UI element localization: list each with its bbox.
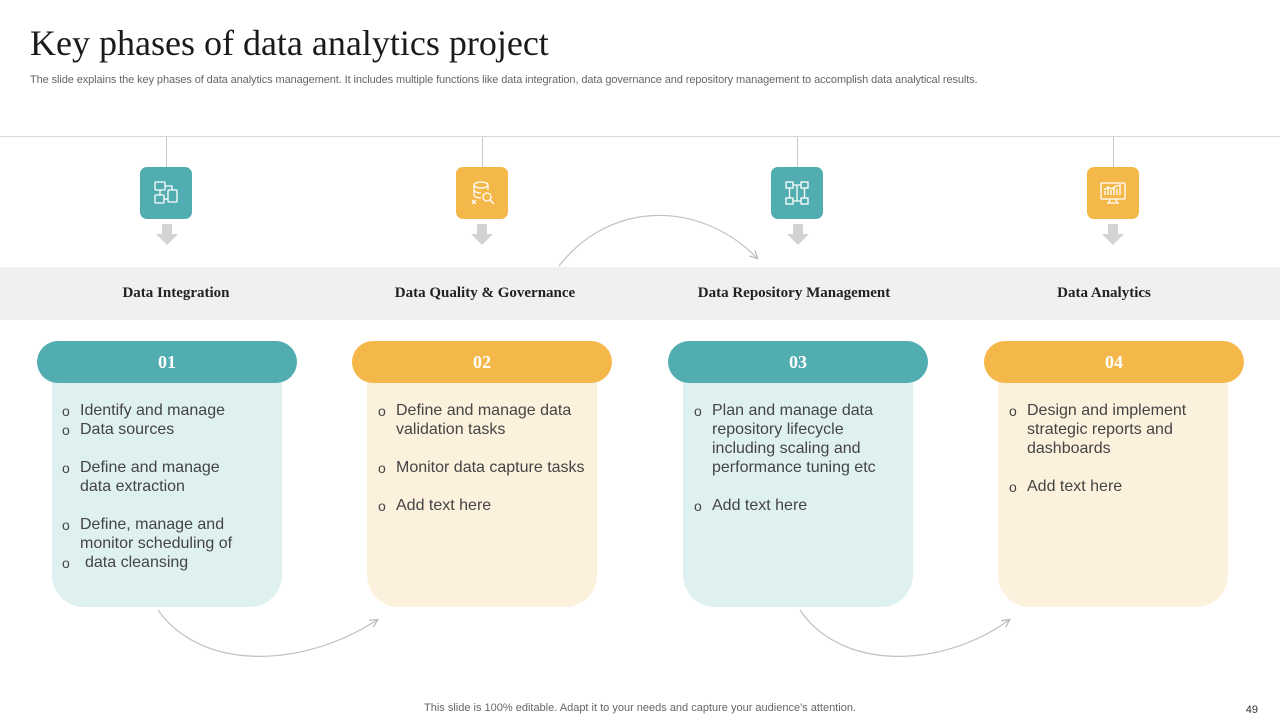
slide-title: Key phases of data analytics project	[30, 23, 549, 63]
phase-2-label: Data Quality & Governance	[394, 285, 576, 301]
phase-1-bullets: Identify and manage Data sources Define …	[62, 401, 272, 591]
down-arrow-icon	[156, 224, 178, 245]
down-arrow-icon	[1102, 224, 1124, 245]
phase-1-icon-box	[140, 167, 192, 219]
list-item: Add text here	[378, 496, 588, 516]
phase-label-band	[0, 267, 1280, 320]
page-number: 49	[1245, 704, 1258, 716]
phase-4-bullets: Design and implement strategic reports a…	[1009, 401, 1219, 515]
list-item: Define and manage data extraction	[62, 458, 242, 496]
phase-3-bullets: Plan and manage data repository lifecycl…	[694, 401, 904, 534]
down-arrow-icon	[471, 224, 493, 245]
slide-subtitle: The slide explains the key phases of dat…	[30, 74, 978, 86]
database-search-icon	[471, 181, 495, 205]
connector-line	[166, 137, 167, 167]
list-item: Add text here	[694, 496, 904, 516]
list-item: Identify and manage	[62, 401, 272, 421]
connector-line	[1113, 137, 1114, 167]
curved-arrow-3-4	[799, 609, 1009, 657]
down-arrow-icon	[787, 224, 809, 245]
data-flow-icon	[154, 181, 178, 204]
connector-line	[482, 137, 483, 167]
phase-3-number: 03	[668, 341, 928, 383]
phase-4-label: Data Analytics	[1057, 285, 1151, 301]
curved-arrow-1-2	[157, 609, 377, 657]
phase-1-number: 01	[37, 341, 297, 383]
list-item: Define, manage and monitor scheduling of	[62, 515, 242, 553]
phase-3-label: Data Repository Management	[697, 285, 891, 301]
phase-2-icon-box	[456, 167, 508, 219]
phase-4-icon-box	[1087, 167, 1139, 219]
list-item: Add text here	[1009, 477, 1219, 497]
network-hierarchy-icon	[785, 181, 809, 205]
connector-line	[797, 137, 798, 167]
list-item: Plan and manage data repository lifecycl…	[694, 401, 884, 477]
slide-footer: This slide is 100% editable. Adapt it to…	[424, 702, 856, 714]
phase-1-label: Data Integration	[122, 285, 230, 301]
phase-3-icon-box	[771, 167, 823, 219]
phase-4-number: 04	[984, 341, 1244, 383]
phase-2-bullets: Define and manage data validation tasks …	[378, 401, 588, 534]
analytics-monitor-icon	[1100, 182, 1126, 204]
phase-2-number: 02	[352, 341, 612, 383]
list-item: Monitor data capture tasks	[378, 458, 588, 478]
top-divider	[0, 136, 1280, 137]
list-item: data cleansing	[62, 553, 272, 573]
list-item: Design and implement strategic reports a…	[1009, 401, 1194, 458]
curved-arrow-2-3	[558, 214, 757, 267]
list-item: Data sources	[62, 420, 272, 440]
list-item: Define and manage data validation tasks	[378, 401, 578, 439]
